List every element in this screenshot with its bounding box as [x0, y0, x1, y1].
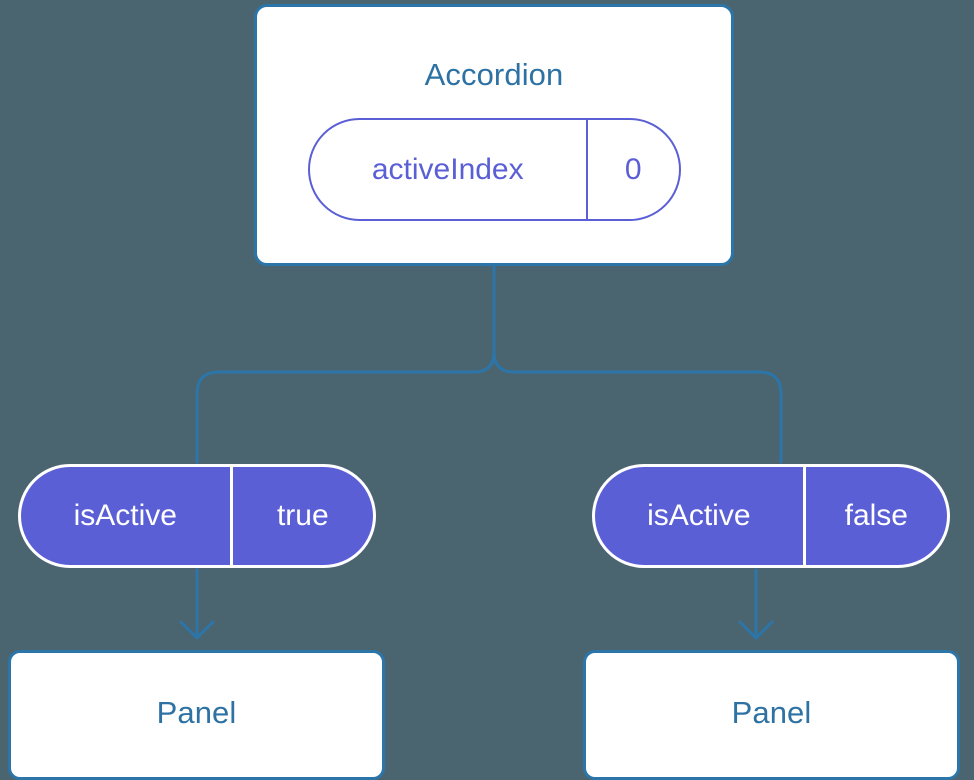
accordion-title: Accordion [424, 57, 564, 92]
arrow-left-down [179, 568, 215, 640]
prop-pill-key-right: isActive [647, 499, 751, 532]
panel-node-right[interactable]: Panel [583, 650, 960, 780]
state-pill-active-index[interactable]: activeIndex 0 [308, 118, 681, 221]
panel-node-left[interactable]: Panel [8, 650, 385, 780]
arrow-right-down [738, 568, 774, 640]
prop-pill-is-active-right[interactable]: isActive false [592, 464, 950, 568]
state-pill-value: 0 [585, 120, 680, 219]
connector-root-to-branches [195, 264, 783, 464]
prop-pill-is-active-left[interactable]: isActive true [18, 464, 376, 568]
prop-pill-value-left: true [229, 467, 373, 565]
state-pill-key: activeIndex [371, 152, 524, 186]
panel-title-left: Panel [156, 695, 237, 730]
panel-title-right: Panel [731, 695, 812, 730]
prop-pill-value-right: false [802, 467, 947, 565]
prop-pill-key-left: isActive [73, 499, 177, 532]
